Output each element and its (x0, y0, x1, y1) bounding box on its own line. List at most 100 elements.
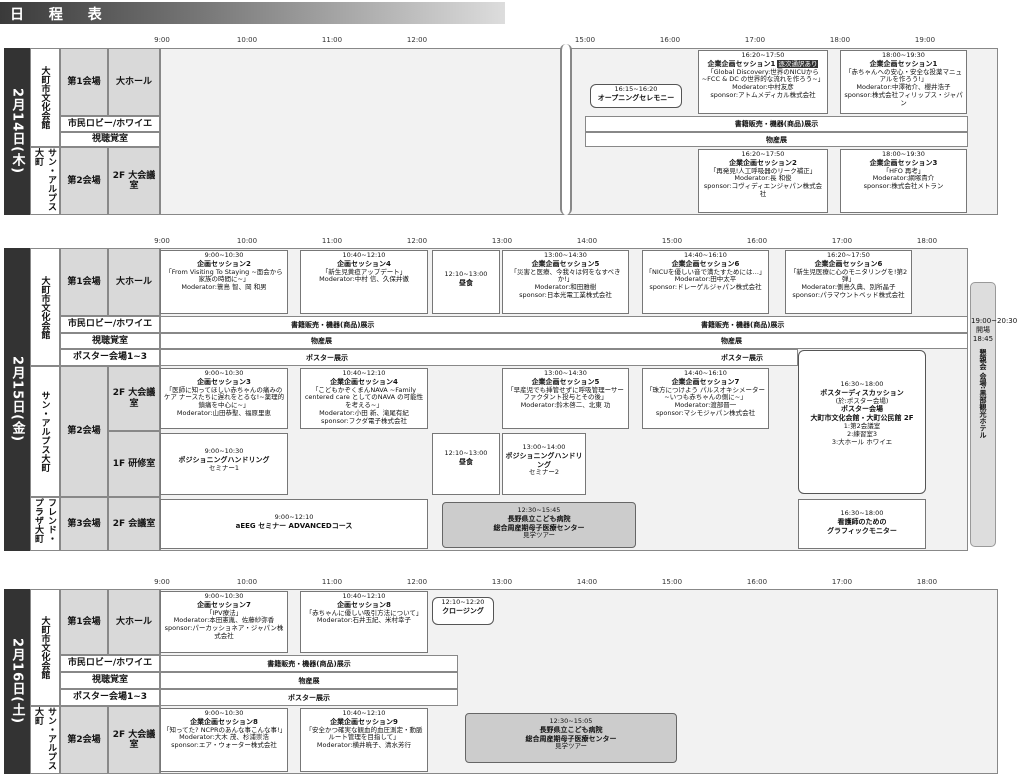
tick: 11:00 (321, 36, 343, 44)
event-moderator: Moderator:山田恭聖、福原里恵 (176, 408, 272, 417)
event-sponsor: sponsor:株式会社フィリップス・ジャパン (844, 90, 963, 107)
event-title: オープニングセレモニー (597, 93, 675, 102)
venue-label: 大町市文化会館 (30, 589, 60, 706)
event-moderator: Moderator:横井暁子、清水芳行 (316, 741, 412, 750)
event-time: 9:00~10:30 (204, 592, 244, 600)
tick: 9:00 (154, 578, 170, 586)
event-sub: 総合周産期母子医療センター (493, 523, 585, 532)
hall-label: 1F 研修室 (108, 431, 160, 497)
event-time: 10:40~12:10 (342, 251, 386, 259)
event-moderator: Moderator:中澤祐介、櫻井浩子 (856, 83, 951, 92)
event-time: 16:30~18:00 (840, 380, 884, 388)
tick: 13:00 (491, 237, 513, 245)
tick: 16:00 (746, 578, 768, 586)
day1-label: 2月14日(木) (4, 48, 30, 215)
tick: 10:00 (236, 578, 258, 586)
event-time: 10:40~12:10 (342, 369, 386, 377)
event-time: 12:10~13:00 (444, 270, 488, 278)
event-sponsor: sponsor:株式会社メトラン (863, 182, 944, 191)
time-axis-day2: 9:00 10:00 11:00 12:00 13:00 14:00 15:00… (154, 237, 998, 249)
exhibit-band: 書籍販売・機器(商品)展示 (160, 655, 458, 672)
hall-label: 2F 大会議室 (108, 147, 160, 215)
event-moderator: Moderator:石井玉紀、米村幸子 (316, 616, 412, 625)
event-moderator: Moderator:側島久典、別所晶子 (801, 283, 896, 292)
event-body: 「IPV療法」 (205, 608, 243, 617)
event-time: 12:30~15:05 (549, 717, 593, 725)
tick: 18:00 (916, 237, 938, 245)
session-event: 10:40~12:10 企業企画セッション9 「安全かつ確実な観血的血圧測定・動… (300, 708, 428, 772)
tick: 10:00 (236, 36, 258, 44)
event-moderator: Moderator:渡部晋一 (674, 401, 737, 410)
event-sponsor: sponsor:マシモジャパン株式会社 (655, 408, 756, 417)
exhibit-band: 物産展 (160, 672, 458, 689)
event-sub: セミナー2 (528, 468, 560, 477)
venue-label: サン・アルプス大町 (30, 706, 60, 774)
session-event: 9:00~10:30 企画セッション2 「From Visiting To St… (160, 250, 288, 314)
tick: 11:00 (321, 237, 343, 245)
event-title: 長野県立こども病院 (539, 725, 603, 734)
session-event: 14:40~16:10 企業企画セッション7 「珠方につけよう パルスオキシメー… (642, 368, 769, 429)
event-title: 企業企画セッション3 (869, 158, 938, 167)
event-room: 2:練習室3 (847, 429, 877, 438)
event-title: 看護師のための (837, 517, 887, 526)
venue-label: サン・アルプス大町 (30, 366, 60, 497)
event-moderator: Moderator:網塚貴介 (872, 174, 935, 183)
event-moderator: Moderator:本田憲胤、佐藤紗弥香 (173, 616, 275, 625)
event-body: 「安全かつ確実な観血的血圧測定・動脈ルート管理を目指して」 (305, 725, 423, 742)
event-title: 企業企画セッション5 (531, 377, 600, 386)
tick: 9:00 (154, 237, 170, 245)
event-sponsor: sponsor:日本光電工業株式会社 (519, 290, 612, 299)
event-time: 12:30~15:45 (517, 506, 561, 514)
lobby-label: 市民ロビー/ホワイエ (60, 316, 160, 333)
hall-label: 大ホール (108, 589, 160, 655)
event-title: 企業企画セッション5 (531, 259, 600, 268)
event-body: 「早産児でも挿管せずに呼吸管理ーサーファクタント投与とその後」 (507, 385, 624, 402)
time-axis-day1: 9:00 10:00 11:00 12:00 15:00 16:00 17:00… (154, 36, 998, 48)
poster-room-label: ポスター会場1~3 (60, 689, 160, 706)
event-body: 「From Visiting To Staying ~面会から家族の時間に~」 (165, 267, 283, 284)
tick: 16:00 (659, 36, 681, 44)
event-time: 16:15~16:20 (614, 85, 658, 93)
event-title: 懇親会 会場:黒部観光ホテル (979, 349, 987, 439)
tick: 17:00 (831, 237, 853, 245)
event-body: 「赤ちゃんへの安心・安全な投薬マニュアルを作ろう!」 (845, 67, 962, 84)
event-title: 企画セッション2 (197, 259, 251, 268)
event-sponsor: sponsor:エア・ウォーター株式会社 (171, 741, 277, 750)
tick: 17:00 (831, 578, 853, 586)
event-time: 18:00~19:30 (882, 150, 925, 158)
event-title: 企業企画セッション4 (330, 377, 398, 386)
event-venue: ポスター会場 (841, 405, 883, 414)
exhibit-band: 書籍販売・機器(商品)展示 (585, 116, 968, 132)
event-title: 長野県立こども病院 (507, 514, 571, 523)
event-body: 「赤ちゃんに優しい吸引方法について」 (305, 608, 423, 617)
event-moderator: Moderator:鈴木啓二、北東 功 (520, 401, 611, 410)
event-sub: セミナー1 (208, 463, 240, 472)
event-time: 12:10~12:20 (441, 598, 485, 606)
event-room: 3:大ホール ホワイエ (831, 437, 893, 446)
event-title: 昼食 (459, 457, 473, 466)
event-title: 企業企画セッション1 (707, 59, 776, 68)
event-title: 企画セッション8 (337, 600, 391, 609)
event-time: 16:20~17:50 (827, 251, 870, 259)
day3-label: 2月16日(土) (4, 589, 30, 774)
tick: 12:00 (406, 578, 428, 586)
hall-label: 大ホール (108, 248, 160, 316)
tick: 12:00 (406, 36, 428, 44)
tour-event: 12:30~15:05 長野県立こども病院 総合周産期母子医療センター 見学ツア… (465, 713, 677, 763)
event-body: 「新生児医療に心のモニタリングを!第2弾」 (789, 267, 908, 284)
hall-label: 2F 会議室 (108, 497, 160, 551)
event-time: 9:00~10:30 (204, 369, 244, 377)
seminar-event: 9:00~12:10 aEEG セミナー ADVANCEDコース (160, 499, 428, 549)
exhibit-text: ポスター展示 (721, 353, 763, 362)
exhibit-text: 物産展 (721, 337, 742, 345)
exhibit-band: 物産展 物産展 (160, 333, 968, 349)
event-body: 「新生児黄疸アップデート」 (321, 267, 407, 276)
event-moderator: Moderator:長 和俊 (734, 174, 792, 183)
tick: 10:00 (236, 237, 258, 245)
event-sub: グラフィックモニター (827, 526, 897, 535)
event-title: ポジショニングハンドリング (505, 451, 583, 469)
tick: 12:00 (406, 237, 428, 245)
closing-event: 12:10~12:20 クロージング (432, 597, 494, 625)
event-time: 16:20~17:50 (741, 51, 785, 59)
event-sponsor: sponsor:パラマウントベッド株式会社 (792, 290, 905, 299)
